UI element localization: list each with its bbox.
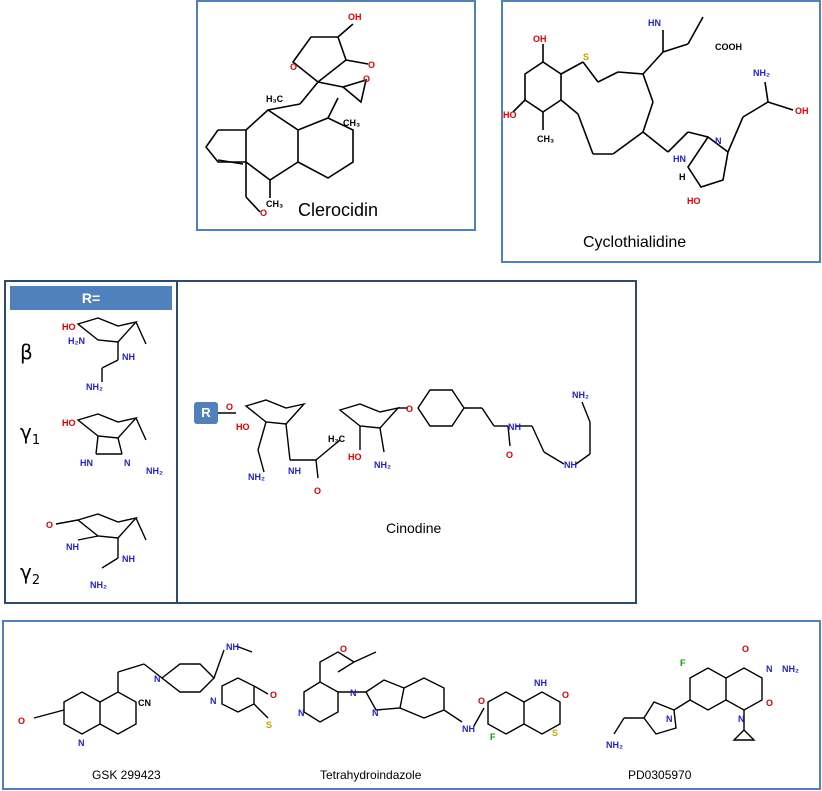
cyclothialidine-structure: S OH HO CH₃ HN COOH HN N NH₂ OH HO H	[503, 16, 809, 206]
gsk-cn-label: CN	[138, 698, 151, 708]
pd-nh2-label-2: NH₂	[606, 740, 623, 750]
gamma1-symbol: γ	[20, 420, 32, 444]
gamma2-nh-label-2: NH	[122, 554, 135, 564]
thi-n-label-3: N	[372, 708, 379, 718]
pd-o-label-2: O	[766, 698, 773, 708]
gamma1-n-label: N	[124, 458, 131, 468]
cinodine-o-label-2: O	[314, 486, 321, 496]
r-variant-structures: HO H₂N NH NH₂ HO HN N NH₂ O NH NH NH₂	[46, 317, 163, 590]
beta-nh-label: NH	[122, 352, 135, 362]
thi-nh-label-2: NH	[534, 678, 547, 688]
gsk-h-label: NH	[226, 642, 239, 652]
r-variant-beta: β	[20, 340, 33, 364]
clerocidin-ch3-label-2: CH₃	[266, 199, 283, 209]
gamma1-hn-label: HN	[80, 458, 93, 468]
gamma2-o-label: O	[46, 520, 53, 530]
cinodine-nh2-label-3: NH₂	[572, 390, 589, 400]
gamma1-subscript: 1	[31, 433, 41, 448]
beta-nh2-label: NH₂	[86, 382, 103, 392]
thi-o-label-3: O	[562, 690, 569, 700]
cyclothialidine-label: Cyclothialidine	[583, 234, 687, 251]
pd-nh2-label-1: NH₂	[782, 664, 799, 674]
cinodine-ho-label-2: HO	[348, 452, 362, 462]
beta-h2n-label: H₂N	[68, 336, 85, 346]
cyclothialidine-oh-label-2: OH	[795, 106, 809, 116]
clerocidin-o-label-4: O	[260, 208, 267, 218]
cyclothialidine-oh-label-1: OH	[533, 34, 547, 44]
pd-f-label: F	[680, 658, 686, 668]
cinodine-o-label-1: O	[226, 402, 233, 412]
gamma2-nh-label-1: NH	[66, 542, 79, 552]
cyclothialidine-ho-label-2: HO	[687, 196, 701, 206]
pd-n-label-2: N	[738, 714, 745, 724]
clerocidin-oh-label: OH	[348, 12, 362, 22]
clerocidin-structure: OH O O O H₃C CH₃ CH₃ O	[204, 12, 375, 218]
cinodine-structure: O HO NH₂ NH O H₃C HO NH₂ O NH O NH NH₂	[218, 389, 591, 496]
clerocidin-o-label-1: O	[290, 62, 297, 72]
cinodine-panel: R O HO	[176, 280, 637, 604]
pd-o-label-1: O	[742, 644, 749, 654]
cyclothialidine-hn-label-2: HN	[673, 154, 686, 164]
cinodine-nh-label-1: NH	[288, 466, 301, 476]
cyclothialidine-n-label: N	[715, 136, 722, 146]
gsk-s-label: S	[266, 720, 272, 730]
gamma2-subscript: 2	[31, 573, 41, 588]
r-variant-gamma2: γ2	[20, 560, 40, 588]
r-group-panel: R= β γ1 γ2 HO H₂N NH NH₂ HO	[4, 280, 178, 604]
gamma2-symbol: γ	[20, 560, 32, 584]
cyclothialidine-s-label: S	[583, 52, 589, 62]
synthetic-inhibitors-panel: O N CN N NH N O S O N N N NH O F NH O S …	[2, 620, 821, 790]
clerocidin-o-label-2: O	[368, 60, 375, 70]
cyclothialidine-nh2-label: NH₂	[753, 68, 770, 78]
clerocidin-h3c-label: H₃C	[266, 94, 284, 104]
clerocidin-label: Clerocidin	[298, 200, 379, 220]
thi-o-label-1: O	[340, 644, 347, 654]
r-variant-gamma1: γ1	[20, 420, 40, 448]
gsk-o-label: O	[18, 716, 25, 726]
cyclothialidine-panel: S OH HO CH₃ HN COOH HN N NH₂ OH HO H Cyc…	[501, 0, 821, 263]
cinodine-o-label-4: O	[506, 450, 513, 460]
thi-n-label-2: N	[350, 688, 357, 698]
gamma1-ho-label: HO	[62, 418, 76, 428]
gamma1-nh2-label: NH₂	[146, 466, 163, 476]
cyclothialidine-cooh-label: COOH	[715, 42, 742, 52]
cinodine-nh-label-3: NH	[564, 460, 577, 470]
thi-nh-label-1: NH	[462, 724, 475, 734]
gsk-label: GSK 299423	[92, 768, 161, 782]
thi-f-label: F	[490, 732, 496, 742]
cyclothialidine-h-label: H	[679, 172, 686, 182]
clerocidin-panel: OH O O O H₃C CH₃ CH₃ O Clerocidin	[196, 0, 476, 231]
beta-symbol: β	[20, 340, 33, 364]
cinodine-label: Cinodine	[386, 520, 442, 536]
gsk-n-label-2: N	[154, 674, 161, 684]
gsk-o-label-2: O	[270, 690, 277, 700]
gsk-n-label-1: N	[78, 738, 85, 748]
cinodine-ch3-label: H₃C	[328, 434, 346, 444]
pd-n-label-3: N	[666, 714, 673, 724]
cinodine-nh2-label-2: NH₂	[374, 460, 391, 470]
cinodine-nh-label-2: NH	[508, 422, 521, 432]
gsk-n-label-3: N	[210, 696, 217, 706]
clerocidin-ch3-label-1: CH₃	[343, 118, 360, 128]
gamma2-nh2-label: NH₂	[90, 580, 107, 590]
beta-ho-label: HO	[62, 322, 76, 332]
synthetic-inhibitors-structures: O N CN N NH N O S O N N N NH O F NH O S …	[18, 642, 799, 750]
cyclothialidine-ch3-label: CH₃	[537, 134, 554, 144]
clerocidin-o-label-3: O	[363, 74, 370, 84]
cyclothialidine-hn-label-1: HN	[648, 18, 661, 28]
tetrahydroindazole-label: Tetrahydroindazole	[320, 768, 422, 782]
thi-o-label-2: O	[478, 696, 485, 706]
thi-n-label-1: N	[298, 708, 305, 718]
cyclothialidine-ho-label-1: HO	[503, 110, 517, 120]
pd-n-label-1: N	[766, 664, 773, 674]
thi-s-label: S	[552, 728, 558, 738]
pd-label: PD0305970	[628, 768, 692, 782]
cinodine-o-label-3: O	[406, 404, 413, 414]
cinodine-ho-label-1: HO	[236, 422, 250, 432]
r-group-marker: R	[194, 402, 218, 424]
r-group-header: R=	[10, 286, 172, 310]
cinodine-nh2-label-1: NH₂	[248, 472, 265, 482]
